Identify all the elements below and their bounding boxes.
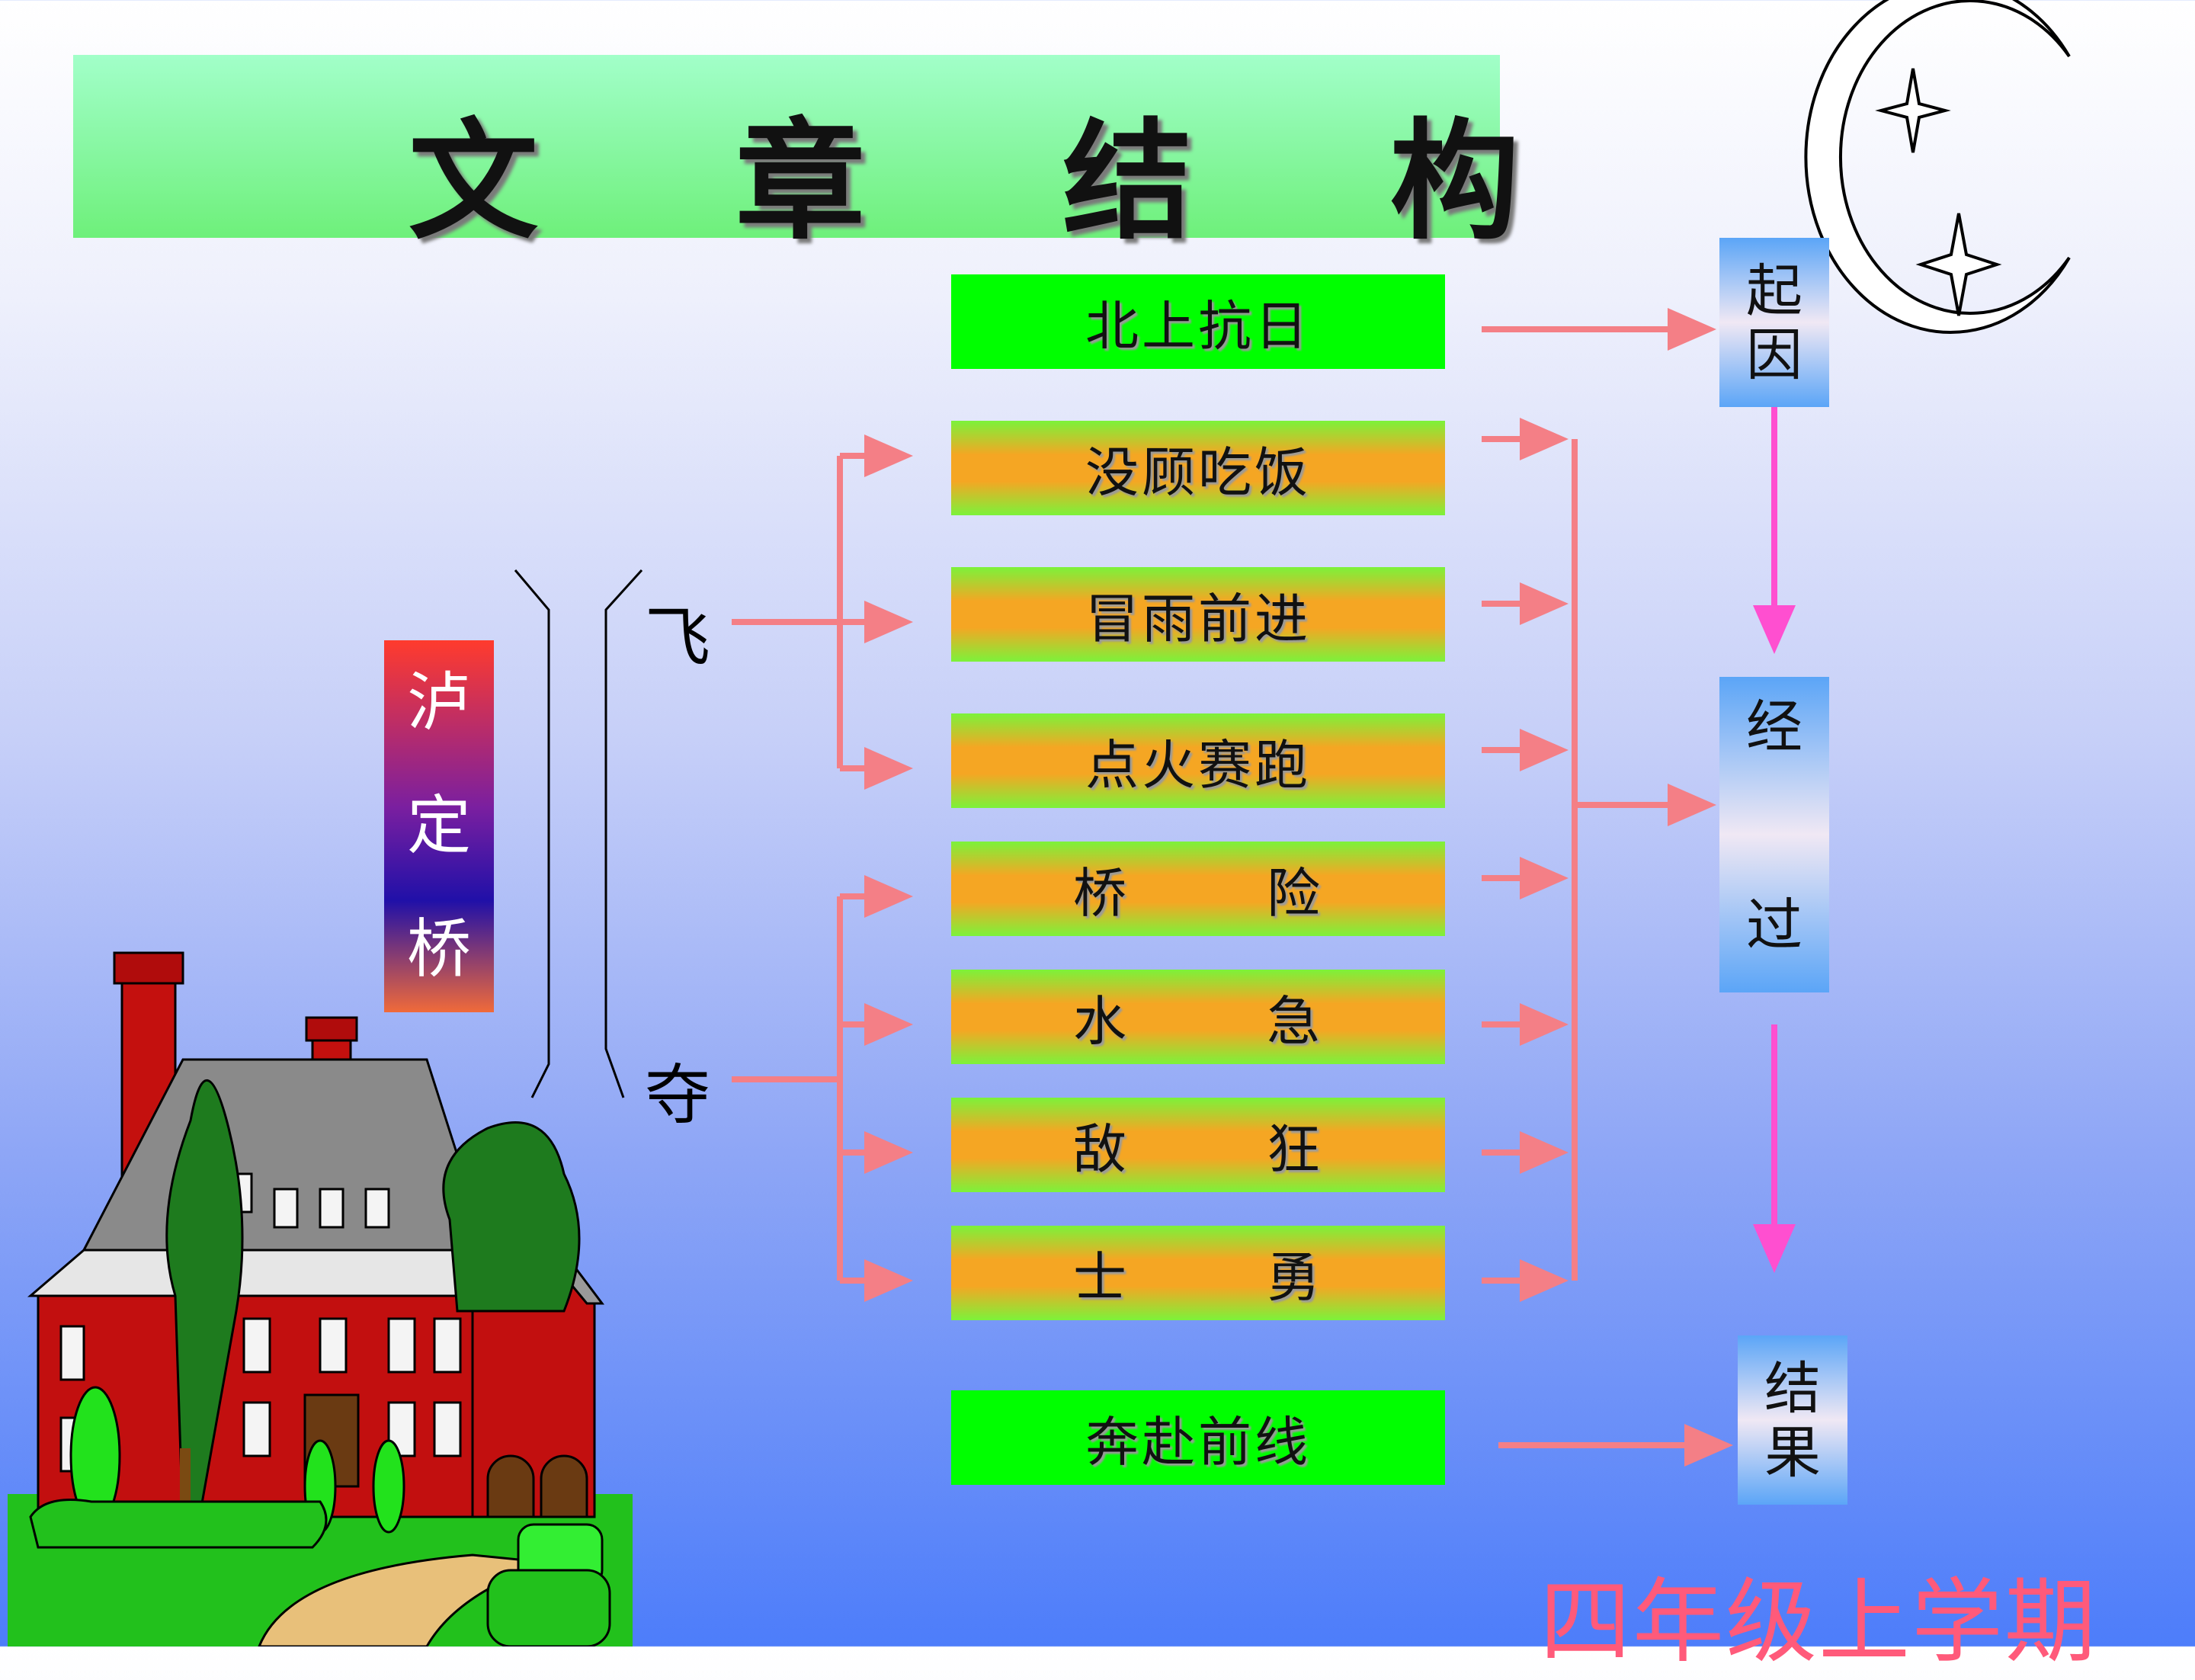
event-label: 北上抗日 — [1085, 294, 1311, 357]
stage-char: 结 — [1764, 1356, 1821, 1422]
event-label-a: 水 — [1073, 989, 1130, 1053]
house-illustration — [8, 951, 633, 1646]
stage-process: 经 过 — [1719, 677, 1829, 992]
event-front: 奔赴前线 — [951, 1390, 1445, 1485]
event-label-b: 勇 — [1267, 1246, 1323, 1309]
star-icon-2 — [1915, 213, 2002, 316]
event-bridge: 桥 险 — [951, 842, 1445, 936]
event-label-a: 敌 — [1073, 1117, 1130, 1181]
verb-seize: 夺 — [645, 1057, 710, 1133]
verb-fly: 飞 — [645, 600, 710, 676]
process-arrows — [1482, 308, 1733, 1467]
event-enemy: 敌 狂 — [951, 1098, 1445, 1192]
stage-char: 果 — [1764, 1420, 1821, 1486]
event-label-b: 狂 — [1267, 1117, 1323, 1181]
event-label-a: 桥 — [1073, 861, 1130, 925]
event-label-b: 险 — [1267, 861, 1323, 925]
decoration-layer — [8, 0, 2071, 1646]
stage-char: 经 — [1746, 694, 1802, 760]
stage-char: 起 — [1746, 258, 1802, 324]
title-banner: 文 章 结 构 — [73, 55, 1520, 258]
event-torch: 点火赛跑 — [951, 713, 1445, 808]
moon-icon — [1804, 0, 2071, 334]
topic-box: 泸 定 桥 — [384, 640, 494, 1012]
event-label: 没顾吃饭 — [1085, 441, 1311, 504]
topic-char: 桥 — [406, 912, 471, 986]
bracket-left — [514, 569, 550, 1098]
bracket-right — [604, 569, 643, 1098]
event-soldier: 士 勇 — [951, 1226, 1445, 1320]
topic-char: 泸 — [406, 665, 471, 739]
stage-char: 因 — [1746, 322, 1802, 388]
event-label-a: 士 — [1073, 1246, 1130, 1309]
fly-branch-arrows — [732, 434, 913, 790]
stage-char: 过 — [1746, 893, 1802, 958]
event-label: 点火赛跑 — [1085, 733, 1311, 797]
seize-branch-arrows — [732, 875, 913, 1302]
topic-char: 定 — [406, 788, 471, 863]
event-label-b: 急 — [1267, 989, 1323, 1053]
event-water: 水 急 — [951, 970, 1445, 1064]
event-rain: 冒雨前进 — [951, 567, 1445, 662]
event-label: 奔赴前线 — [1085, 1410, 1311, 1473]
event-north: 北上抗日 — [951, 274, 1445, 369]
stage-result: 结 果 — [1738, 1335, 1847, 1505]
event-label: 冒雨前进 — [1085, 587, 1311, 650]
stage-cause: 起 因 — [1719, 238, 1829, 407]
star-icon — [1875, 68, 1951, 153]
event-eat: 没顾吃饭 — [951, 421, 1445, 515]
grade-label: 四年级上学期 — [1540, 1569, 2097, 1675]
